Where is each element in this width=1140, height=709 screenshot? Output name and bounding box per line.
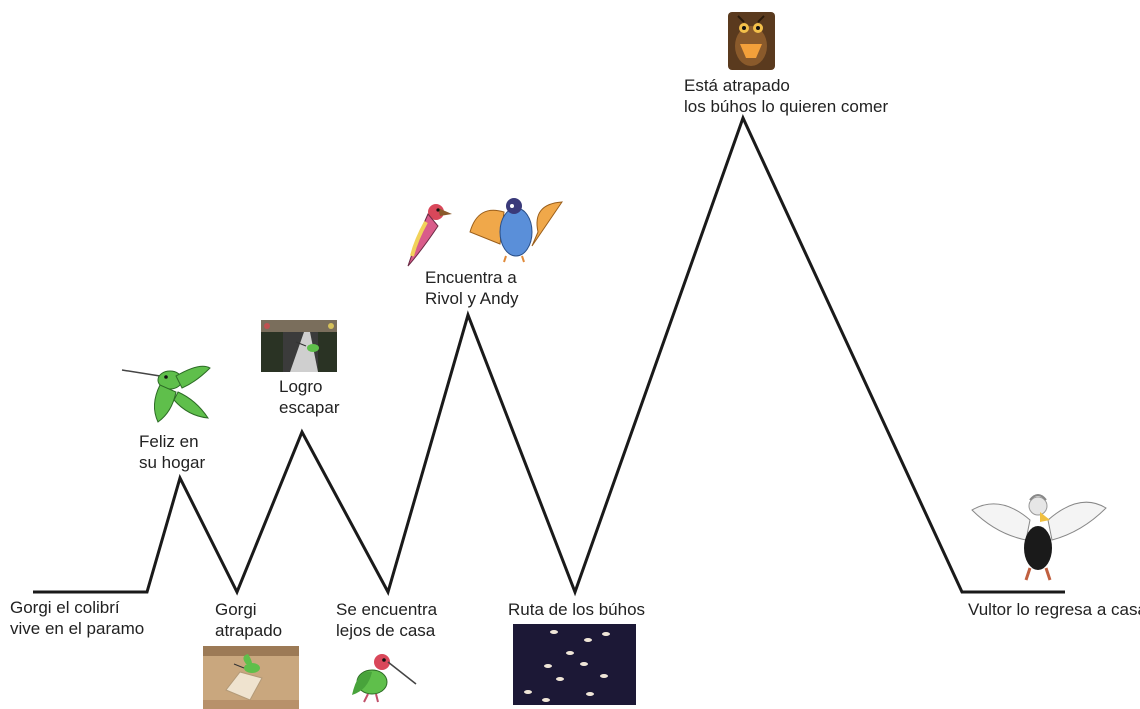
event-label-end: Vultor lo regresa a casa (968, 600, 1140, 619)
escape-scene-icon (261, 320, 337, 372)
night-owls-scene-icon (513, 624, 636, 705)
hummingbird-flying-icon (121, 365, 211, 423)
event-label-owl-route: Ruta de los búhos (508, 600, 646, 619)
woodpecker-and-bird-icons (407, 198, 563, 267)
event-label-climax: Está atrapado los búhos lo quieren comer (684, 76, 889, 116)
event-label-far: Se encuentra lejos de casa (336, 600, 438, 640)
vulture-icon (971, 494, 1107, 581)
event-label-trapped: Gorgi atrapado (215, 600, 283, 640)
event-label-meet: Encuentra a Rivol y Andy (425, 268, 519, 308)
event-label-start: Gorgi el colibrí vive en el paramo (10, 598, 145, 638)
trapped-box-photo-icon (203, 646, 299, 709)
story-arc-line (33, 114, 1065, 597)
event-label-happy: Feliz en su hogar (139, 432, 206, 472)
event-label-escape: Logro escapar (279, 377, 340, 417)
owl-icon (728, 12, 775, 70)
hummingbird-standing-icon (352, 654, 417, 703)
